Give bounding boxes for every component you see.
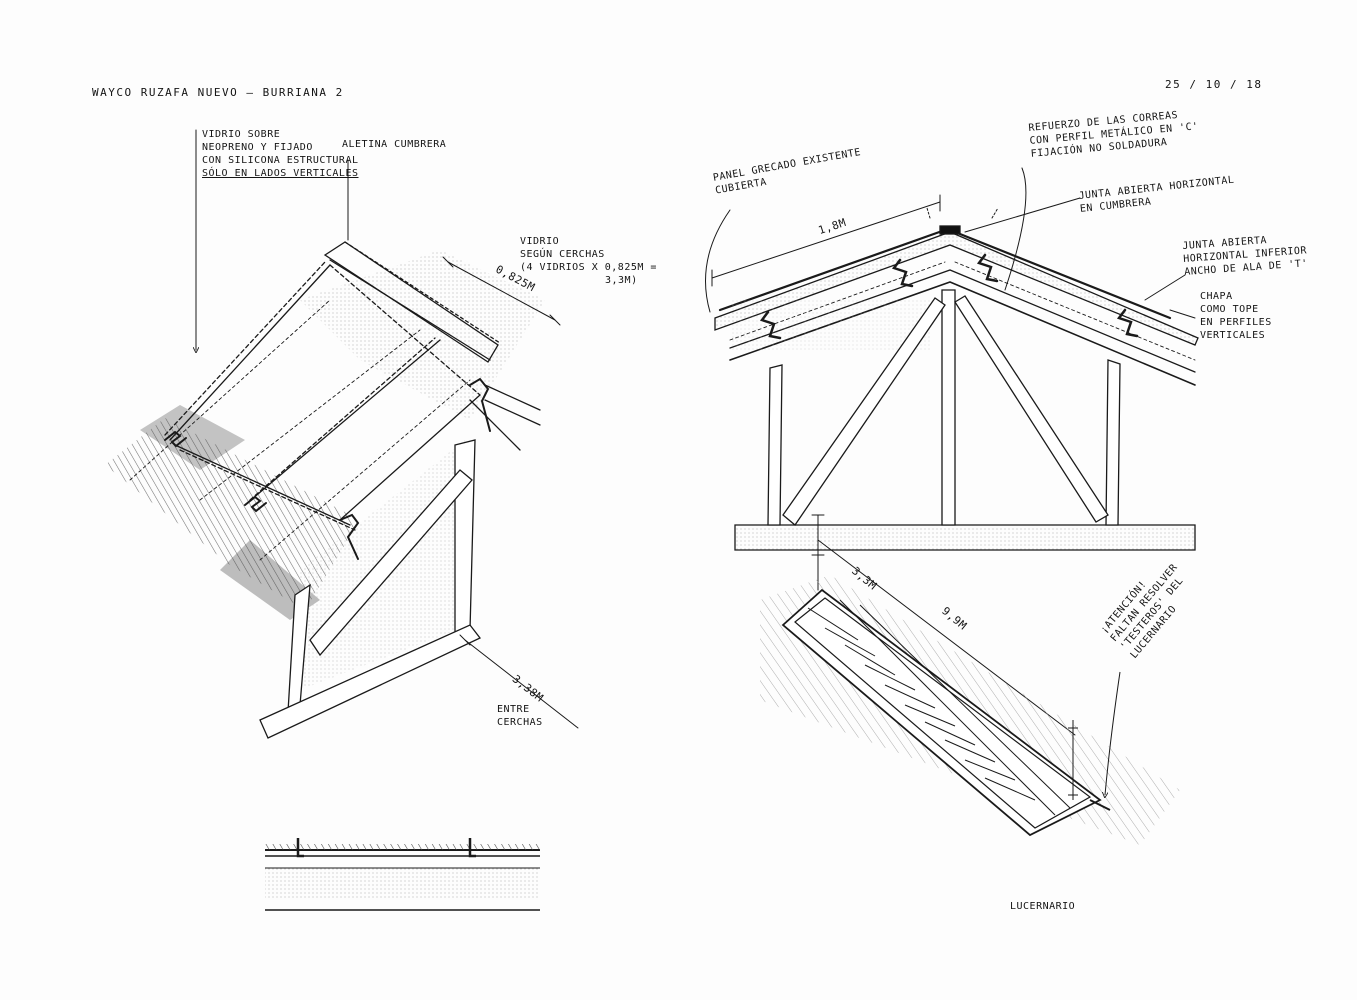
note-glass-trusses: VIDRIO SEGÚN CERCHAS (4 VIDRIOS x 0,825M… bbox=[520, 235, 657, 287]
note-sheet-stop: CHAPA COMO TOPE EN PERFILES VERTICALES bbox=[1200, 290, 1272, 342]
note-line: CON SILICONA ESTRUCTURAL bbox=[202, 155, 359, 166]
note-glass-fixing: VIDRIO SOBRE NEOPRENO Y FIJADO CON SILIC… bbox=[202, 128, 359, 180]
note-line: COMO TOPE bbox=[1200, 304, 1259, 315]
note-line: VIDRIO bbox=[520, 236, 560, 247]
note-line: NEOPRENO Y FIJADO bbox=[202, 142, 313, 153]
skylight-sketch bbox=[760, 575, 1180, 845]
note-between-trusses: ENTRE CERCHAS bbox=[497, 703, 543, 729]
left-dim-line-trusses bbox=[464, 639, 579, 729]
right-truss bbox=[734, 524, 1196, 551]
note-line: SÓLO EN LADOS VERTICALES bbox=[202, 168, 359, 179]
project-title: WAYCO RUZAFA NUEVO — BURRIANA 2 bbox=[92, 86, 344, 99]
left-dim-line-glass bbox=[447, 261, 556, 321]
left-dark-roof-shading bbox=[105, 418, 360, 610]
note-line: (4 VIDRIOS x 0,825M = bbox=[520, 262, 657, 273]
left-truss bbox=[454, 439, 476, 636]
note-line: SEGÚN CERCHAS bbox=[520, 249, 605, 260]
note-line: CHAPA bbox=[1200, 291, 1233, 302]
left-glass-frame bbox=[169, 264, 331, 441]
skylight-frame bbox=[781, 588, 1102, 837]
skylight-grid bbox=[807, 599, 1071, 816]
right-roof-truss-sketch bbox=[705, 167, 1199, 736]
note-line: CERCHAS bbox=[497, 717, 543, 728]
note-ridge-cap: ALETINA CUMBRERA bbox=[342, 139, 447, 150]
note-line: 3,3M) bbox=[605, 275, 638, 286]
label-skylight: LUCERNARIO bbox=[1010, 901, 1076, 912]
note-line: ENTRE bbox=[497, 704, 530, 715]
left-section-detail bbox=[265, 838, 540, 911]
left-isometric-sketch bbox=[105, 129, 579, 739]
note-line: EN PERFILES bbox=[1200, 317, 1272, 328]
left-ridge-cap bbox=[323, 241, 499, 363]
note-line: VIDRIO SOBRE bbox=[202, 129, 281, 140]
sketch-date: 25 / 10 / 18 bbox=[1165, 78, 1263, 91]
note-line: VERTICALES bbox=[1200, 330, 1266, 341]
